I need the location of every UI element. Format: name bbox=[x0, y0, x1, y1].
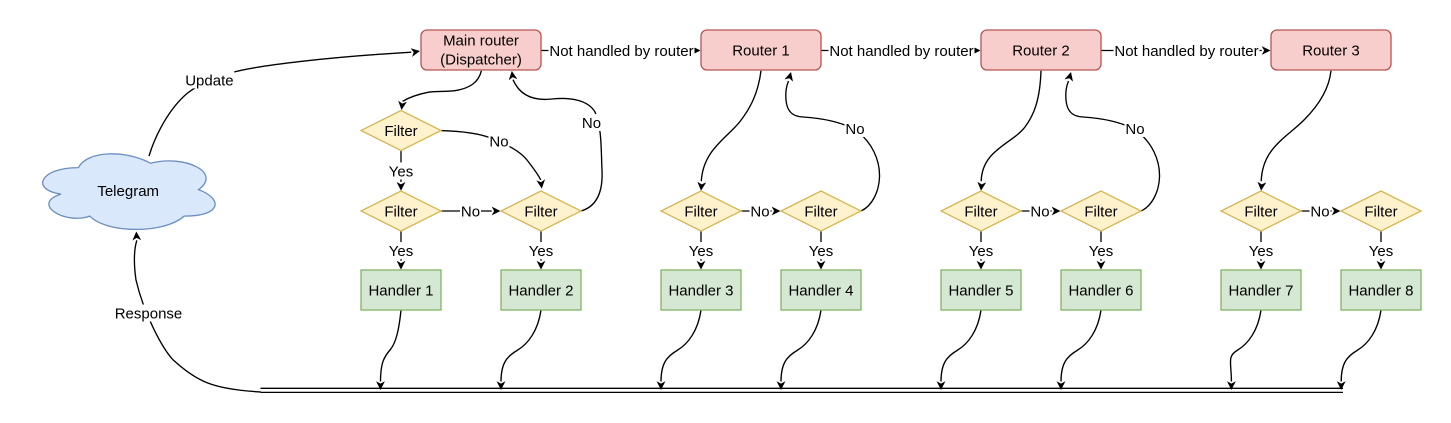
svg-text:Filter: Filter bbox=[964, 203, 997, 220]
svg-text:Router 1: Router 1 bbox=[732, 42, 790, 59]
svg-text:Handler 2: Handler 2 bbox=[508, 282, 573, 299]
svg-text:Update: Update bbox=[185, 72, 233, 89]
svg-text:Yes: Yes bbox=[389, 243, 413, 260]
svg-text:Yes: Yes bbox=[1249, 243, 1273, 260]
svg-text:No: No bbox=[582, 115, 601, 132]
svg-text:Router 2: Router 2 bbox=[1012, 42, 1070, 59]
svg-text:No: No bbox=[461, 203, 480, 220]
svg-text:Not handled by router: Not handled by router bbox=[549, 43, 693, 60]
svg-text:Handler 4: Handler 4 bbox=[788, 282, 853, 299]
svg-text:Filter: Filter bbox=[384, 203, 417, 220]
svg-text:Handler 1: Handler 1 bbox=[368, 282, 433, 299]
svg-text:No: No bbox=[1125, 121, 1144, 138]
svg-text:No: No bbox=[1310, 203, 1329, 220]
svg-text:Yes: Yes bbox=[1369, 243, 1393, 260]
svg-text:Yes: Yes bbox=[529, 243, 553, 260]
svg-text:Not handled by router: Not handled by router bbox=[1114, 43, 1258, 60]
svg-text:Response: Response bbox=[115, 305, 183, 322]
svg-text:Handler 5: Handler 5 bbox=[948, 282, 1013, 299]
svg-text:(Dispatcher): (Dispatcher) bbox=[440, 51, 522, 68]
svg-text:Filter: Filter bbox=[1364, 203, 1397, 220]
svg-text:Filter: Filter bbox=[804, 203, 837, 220]
svg-text:Yes: Yes bbox=[969, 243, 993, 260]
svg-text:Filter: Filter bbox=[384, 123, 417, 140]
svg-text:Filter: Filter bbox=[684, 203, 717, 220]
svg-text:No: No bbox=[1030, 203, 1049, 220]
svg-text:No: No bbox=[750, 203, 769, 220]
svg-text:Telegram: Telegram bbox=[97, 183, 159, 200]
svg-text:Yes: Yes bbox=[809, 243, 833, 260]
svg-text:No: No bbox=[489, 133, 508, 150]
svg-text:Router 3: Router 3 bbox=[1302, 42, 1360, 59]
svg-text:Not handled by router: Not handled by router bbox=[829, 43, 973, 60]
svg-text:No: No bbox=[845, 121, 864, 138]
svg-text:Handler 6: Handler 6 bbox=[1068, 282, 1133, 299]
svg-text:Handler 3: Handler 3 bbox=[668, 282, 733, 299]
svg-text:Main router: Main router bbox=[443, 33, 519, 50]
svg-text:Filter: Filter bbox=[1244, 203, 1277, 220]
svg-text:Filter: Filter bbox=[524, 203, 557, 220]
svg-text:Handler 8: Handler 8 bbox=[1348, 282, 1413, 299]
svg-text:Handler 7: Handler 7 bbox=[1228, 282, 1293, 299]
svg-text:Filter: Filter bbox=[1084, 203, 1117, 220]
svg-text:Yes: Yes bbox=[389, 163, 413, 180]
svg-text:Yes: Yes bbox=[1089, 243, 1113, 260]
svg-text:Yes: Yes bbox=[689, 243, 713, 260]
